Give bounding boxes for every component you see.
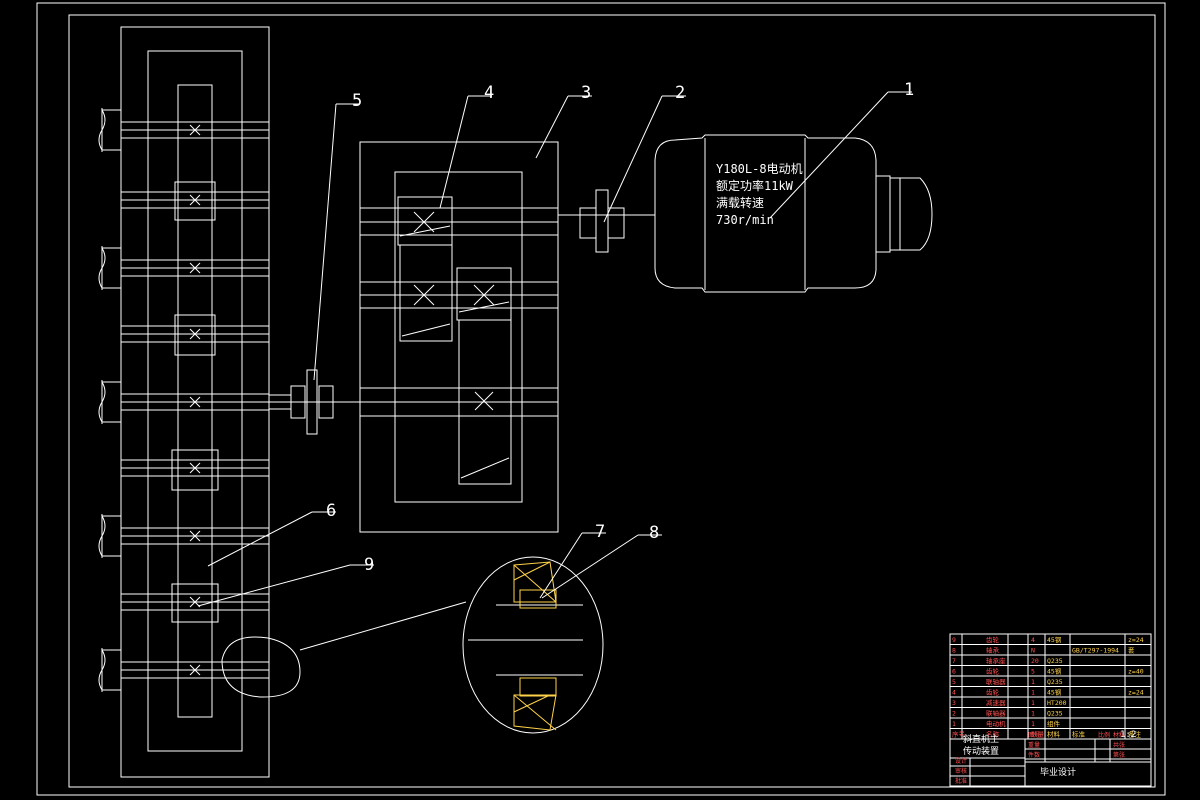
gear-mark	[189, 396, 201, 408]
table-cell: 齿轮	[986, 667, 1000, 676]
table-cell: 5	[1031, 668, 1035, 676]
gear-mark	[189, 462, 201, 474]
table-cell: 1	[1031, 710, 1035, 718]
gear-mark	[189, 194, 201, 206]
sheet-label: 图号	[1028, 732, 1040, 739]
motor-label-line4: 730r/min	[716, 213, 774, 227]
parts-table	[949, 633, 1152, 787]
leader-lines	[197, 91, 912, 607]
callout-8: 8	[649, 523, 659, 543]
table-cell: HT200	[1047, 699, 1067, 707]
callout-6: 6	[326, 501, 336, 521]
scale-label: 比例	[1098, 731, 1110, 739]
approve-label: 批准	[955, 777, 967, 785]
callout-4: 4	[484, 83, 494, 103]
table-cell: z=40	[1128, 668, 1144, 676]
table-cell: 齿轮	[986, 688, 1000, 697]
r2-label: 第张	[1113, 751, 1125, 759]
check-label: 审核	[955, 767, 967, 775]
table-cell: 材料	[1047, 730, 1061, 739]
callout-7: 7	[595, 522, 605, 542]
table-cell: 数量	[1031, 730, 1045, 739]
table-cell: 1	[952, 720, 956, 728]
callout-3: 3	[581, 83, 591, 103]
coupling-5	[269, 369, 362, 435]
callout-9: 9	[364, 555, 374, 575]
table-cell: 组件	[1047, 719, 1061, 728]
detail-view	[221, 556, 604, 734]
drawn-label: 设计	[955, 757, 967, 765]
table-cell: 备注	[1128, 730, 1142, 739]
table-cell: 套	[1128, 646, 1135, 655]
r1-label: 共张	[1113, 741, 1125, 749]
table-cell: 标准	[1072, 730, 1086, 739]
table-cell: 7	[952, 657, 956, 665]
table-cell: 轴承	[986, 646, 1000, 655]
motor-label-line1: Y180L-8电动机	[716, 162, 803, 176]
company-name: 毕业设计	[1040, 766, 1076, 778]
title-line1: 斜直机主	[963, 733, 999, 745]
table-cell: 1	[1031, 699, 1035, 707]
table-cell: 联轴器	[986, 709, 1006, 718]
table-cell: Q235	[1047, 710, 1063, 718]
table-cell: 2	[952, 710, 956, 718]
coupling-2	[558, 189, 655, 253]
callout-5: 5	[352, 91, 362, 111]
table-cell: 1	[1031, 689, 1035, 697]
table-cell: 6	[952, 668, 956, 676]
table-cell: 5	[952, 678, 956, 686]
weight-label: 重量	[1028, 741, 1040, 749]
scale-value: 1:2	[1120, 730, 1136, 740]
table-cell: 45钢	[1047, 689, 1062, 697]
table-cell: 20	[1031, 657, 1039, 665]
inner-border	[68, 14, 1156, 788]
motor-label-line2: 额定功率11kW	[716, 178, 794, 193]
table-cell: N	[1031, 647, 1035, 655]
gear-mark	[189, 262, 201, 274]
motor-1	[654, 134, 933, 293]
table-cell: 4	[1031, 636, 1035, 644]
table-cell: 轴承座	[986, 656, 1006, 665]
outer-border	[36, 2, 1166, 796]
table-cell: GB/T297-1994	[1072, 647, 1119, 655]
gear-mark	[189, 328, 201, 340]
table-cell: Q235	[1047, 657, 1063, 665]
table-cell: 45钢	[1047, 636, 1062, 644]
table-cell: 减速器	[986, 698, 1006, 707]
callout-2: 2	[675, 83, 685, 103]
table-cell: 电动机	[986, 719, 1006, 728]
table-cell: 45钢	[1047, 668, 1062, 676]
table-cell: z=24	[1128, 636, 1144, 644]
reducer-3	[359, 141, 559, 533]
table-cell: Q235	[1047, 678, 1063, 686]
table-cell: 4	[952, 689, 956, 697]
table-cell: 齿轮	[986, 635, 1000, 644]
table-cell: 8	[952, 647, 956, 655]
table-cell: 9	[952, 636, 956, 644]
count-label: 件数	[1028, 751, 1040, 759]
table-cell: 1	[1031, 720, 1035, 728]
motor-label-line3: 满载转速	[716, 195, 764, 210]
r3-label: 材料	[1113, 731, 1125, 739]
title-line2: 传动装置	[963, 745, 999, 757]
gear-mark	[189, 664, 201, 676]
callout-1: 1	[904, 80, 914, 100]
gear-mark	[189, 530, 201, 542]
gear-mark	[189, 596, 201, 608]
table-cell: 联轴器	[986, 677, 1006, 686]
table-cell: z=24	[1128, 689, 1144, 697]
table-cell: 序号	[952, 730, 966, 739]
table-cell: 名称	[986, 730, 1000, 739]
roller-gearbox	[98, 26, 270, 778]
table-cell: 1	[1031, 678, 1035, 686]
table-cell: 3	[952, 699, 956, 707]
gear-mark	[189, 124, 201, 136]
